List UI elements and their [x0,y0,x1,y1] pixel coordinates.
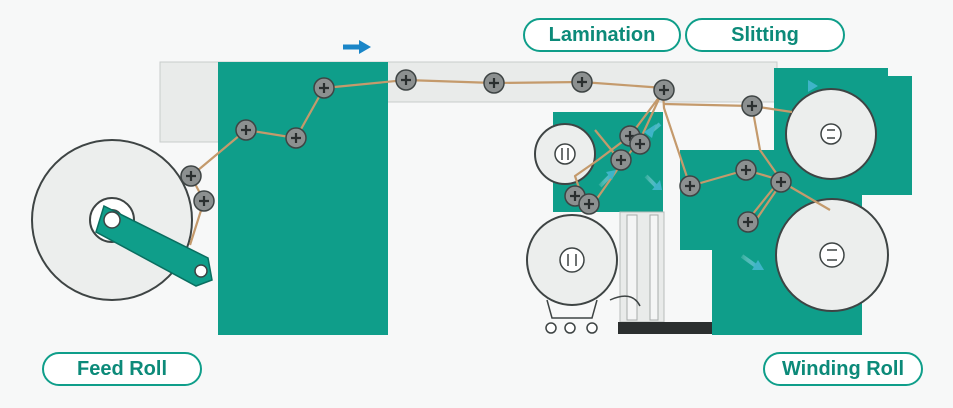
feed-machine-body [218,62,388,335]
winding-roll-label: Winding Roll [763,352,923,386]
lamination-label: Lamination [523,18,681,52]
lamination-film-roll-core [554,143,576,165]
lamination-stand-post [626,214,638,321]
winding-roll-upper-core [820,123,842,145]
direction-arrow-icon [343,40,371,54]
lamination-stand-post-2 [649,214,659,321]
lamination-base-plate [618,322,712,334]
slitting-unit-body [680,150,775,250]
feed-roll-arm [95,204,213,287]
supply-cart [546,299,598,319]
flow-arrow-icon [598,80,818,270]
winding-roll-lower-core [819,242,845,268]
slitting-label: Slitting [685,18,845,52]
lamination-supply-roll-core [559,247,585,273]
feed-roll-label: Feed Roll [42,352,202,386]
feed-frame-left [159,61,221,143]
feed-arm-hub [103,211,121,229]
feed-arm-pivot [194,264,208,278]
